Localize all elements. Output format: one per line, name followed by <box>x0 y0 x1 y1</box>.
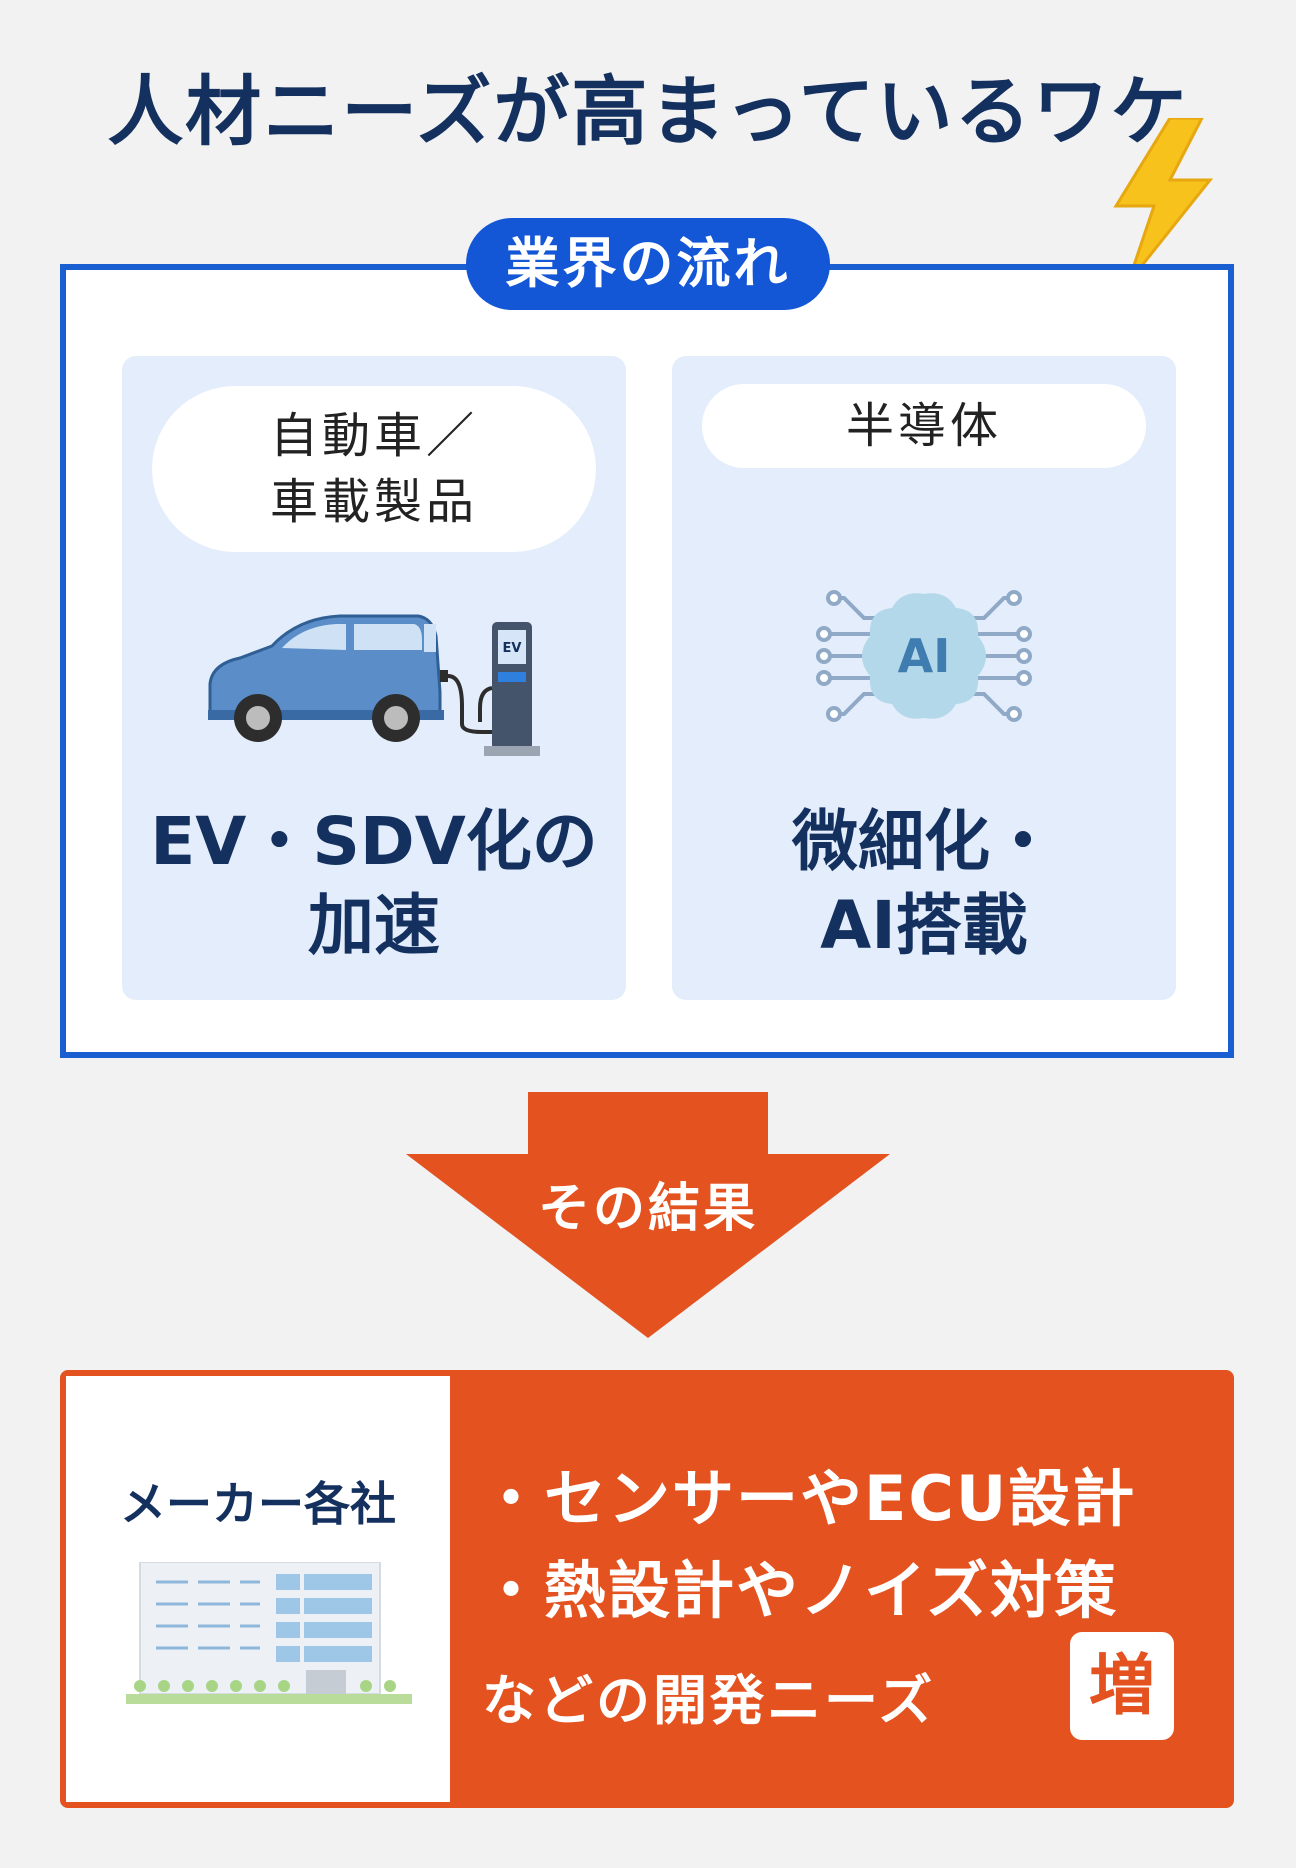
result-panel: メーカー各社 <box>60 1370 1234 1808</box>
maker-label: メーカー各社 <box>120 1477 396 1531</box>
ai-chip-icon: AI <box>816 590 1032 722</box>
need-bullet-2: ・熱設計やノイズ対策 <box>480 1554 1119 1627</box>
automotive-main-line-1: EV・SDV化の <box>150 803 598 880</box>
result-arrow-label: その結果 <box>537 1179 758 1239</box>
down-arrow-icon <box>406 1092 890 1338</box>
office-building-icon <box>126 1562 412 1704</box>
automotive-card: 自動車／ 車載製品 EV EV・SDV化の 加速 <box>122 356 626 1000</box>
need-bullet-1: ・センサーやECU設計 <box>480 1462 1137 1535</box>
electric-car-icon <box>208 614 492 742</box>
semiconductor-main-line-1: 微細化・ <box>792 803 1056 880</box>
category-line-1: 自動車／ <box>269 408 478 464</box>
automotive-main-line-2: 加速 <box>308 887 440 964</box>
industry-trend-tag: 業界の流れ <box>466 218 830 310</box>
semiconductor-category-pill: 半導体 <box>702 384 1146 468</box>
semiconductor-card: 半導体 AI 微細化・ AI搭載 <box>672 356 1176 1000</box>
maker-panel: メーカー各社 <box>66 1376 450 1802</box>
svg-text:EV: EV <box>503 641 522 656</box>
ev-charger-icon: EV <box>478 622 540 756</box>
development-needs-text: などの開発ニーズ <box>482 1669 936 1732</box>
lightning-icon <box>1113 118 1214 283</box>
ai-chip-label: AI <box>898 629 951 683</box>
semiconductor-main-line-2: AI搭載 <box>820 887 1028 964</box>
increase-badge: 増 <box>1070 1632 1174 1740</box>
automotive-category-pill: 自動車／ 車載製品 <box>152 386 596 552</box>
category-line-2: 車載製品 <box>269 474 478 530</box>
page-title: 人材ニーズが高まっているワケ <box>107 67 1189 156</box>
